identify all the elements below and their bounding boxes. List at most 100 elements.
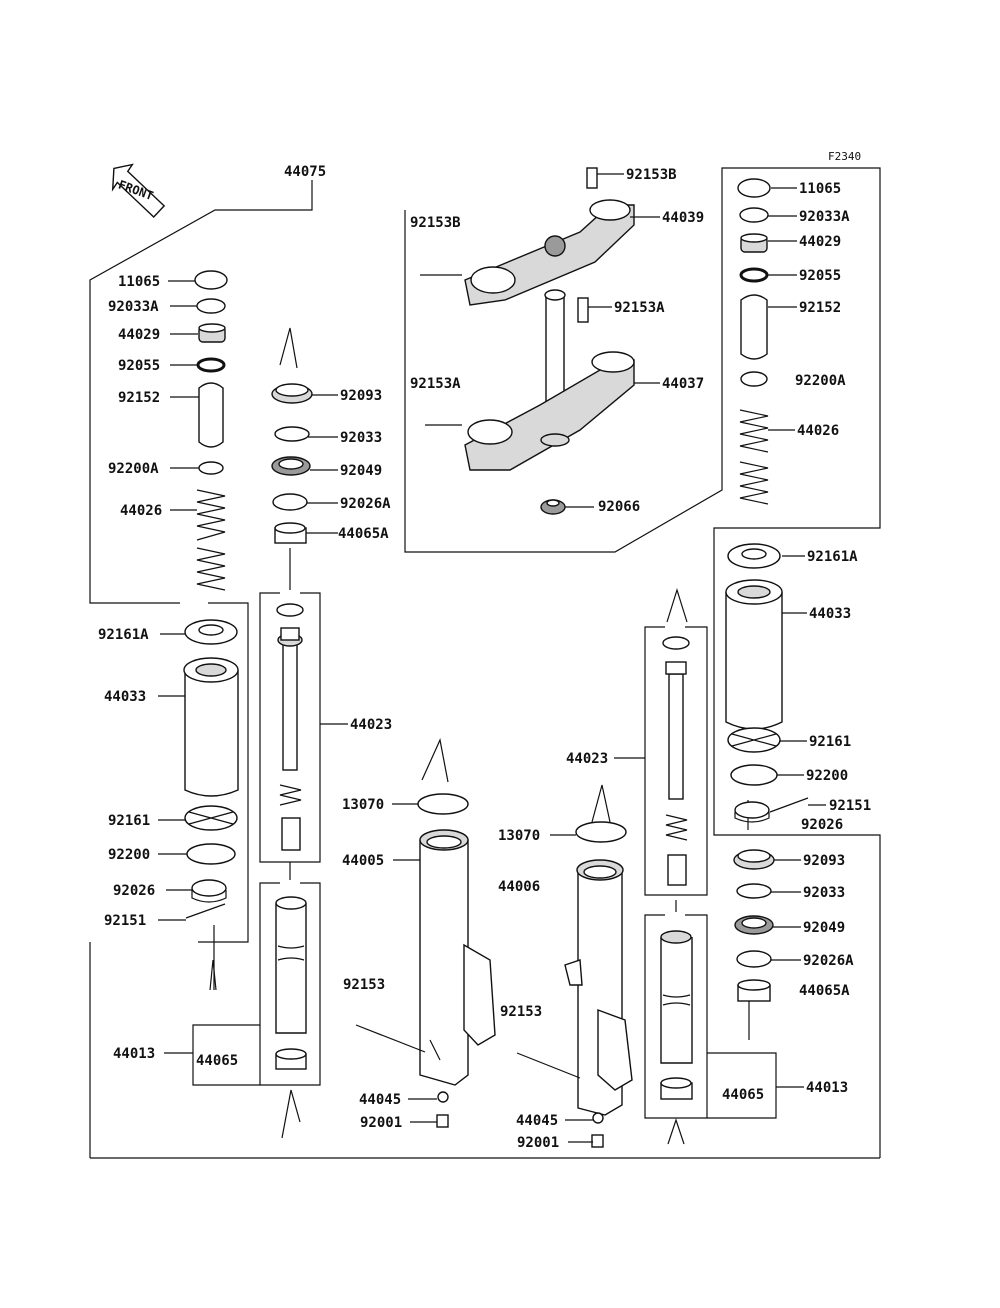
label-92093-right: 92093: [803, 853, 845, 869]
label-44065-left: 44065: [196, 1053, 238, 1069]
label-92033-left: 92033: [340, 430, 382, 446]
washer-92026A-left: [272, 493, 308, 511]
label-92153B-left: 92153B: [410, 215, 461, 231]
label-92033A-left: 92033A: [108, 299, 159, 315]
diagram-code: F2340: [828, 150, 861, 163]
bushing-44065A-right: [737, 979, 771, 1002]
damper-rod-right: [665, 661, 687, 800]
o-ring-92055-right: [739, 267, 769, 283]
washer-92026A-right: [736, 950, 772, 968]
label-13070-right: 13070: [498, 828, 540, 844]
label-92153A-left: 92153A: [410, 376, 461, 392]
label-92161-left: 92161: [108, 813, 150, 829]
label-44023-left: 44023: [350, 717, 392, 733]
outer-tube-44005: [355, 793, 496, 1128]
label-92151-right: 92151: [829, 798, 871, 814]
leader-lines: [158, 173, 826, 1143]
label-44039: 44039: [662, 210, 704, 226]
label-44033-left: 44033: [104, 689, 146, 705]
label-92055-right: 92055: [799, 268, 841, 284]
label-92200A-left: 92200A: [108, 461, 159, 477]
cover-44033-right: [725, 579, 783, 730]
label-11065-right: 11065: [799, 181, 841, 197]
ring-left-a: [276, 603, 304, 617]
seat-92161-left: [184, 805, 238, 831]
bolt-92001-left: [436, 1114, 449, 1128]
right-inner-tube-parts: [660, 636, 693, 1100]
label-44026-left: 44026: [120, 503, 162, 519]
ring-right-a: [662, 636, 690, 650]
label-92152-left: 92152: [118, 390, 160, 406]
inner-tube-right: [660, 930, 693, 1064]
cover-44033-left: [183, 657, 239, 797]
label-92153-right: 92153: [500, 1004, 542, 1020]
washer-92033A-right: [739, 207, 769, 223]
left-fork-upper-parts: [183, 270, 239, 919]
screw-92151-left: [185, 903, 226, 919]
bolt-44029-right: [740, 233, 768, 253]
rebound-spring-right: [665, 814, 688, 841]
label-44006: 44006: [498, 879, 540, 895]
seal-92093-left: [271, 383, 313, 404]
label-44075: 44075: [284, 164, 326, 180]
label-92200-left: 92200: [108, 847, 150, 863]
steering-assembly: [420, 167, 635, 515]
clamp-92026-right: [734, 801, 770, 823]
label-44037: 44037: [662, 376, 704, 392]
label-92161A-left: 92161A: [98, 627, 149, 643]
spring-44026-left: [196, 489, 226, 591]
label-92153B-top: 92153B: [626, 167, 677, 183]
bushing-44065A-left: [274, 522, 307, 544]
label-44065-right: 44065: [722, 1087, 764, 1103]
label-92026A-right: 92026A: [803, 953, 854, 969]
label-44045-right: 44045: [516, 1113, 558, 1129]
outer-tube-44006: [516, 821, 633, 1148]
guide-chevrons: [209, 327, 688, 1145]
seal-92093-right: [733, 849, 775, 870]
bolt-92153-right: [516, 1052, 581, 1079]
rebound-spring-left: [279, 784, 302, 806]
circlip-92033-right: [736, 883, 772, 899]
label-13070-left: 13070: [342, 797, 384, 813]
assembly-boundaries: [89, 167, 881, 1159]
label-92049-left: 92049: [340, 463, 382, 479]
washer-44045-right: [592, 1112, 604, 1124]
seal-92049-right: [734, 915, 774, 935]
washer-92200-right: [730, 764, 778, 786]
ring-13070-left: [417, 793, 469, 815]
spacer-92152-right: [740, 294, 768, 360]
stem-44037: [464, 289, 635, 471]
inner-tube-left: [275, 896, 307, 1034]
label-92153-left: 92153: [343, 977, 385, 993]
label-92093-left: 92093: [340, 388, 382, 404]
label-92033-right: 92033: [803, 885, 845, 901]
label-44029-right: 44029: [799, 234, 841, 250]
washer-92200-left: [186, 843, 236, 865]
cap-11065-left: [194, 270, 228, 290]
washer-92200A-left: [198, 461, 224, 475]
label-44013-left: 44013: [113, 1046, 155, 1062]
bolt-44029-left: [198, 323, 226, 343]
label-44033-right: 44033: [809, 606, 851, 622]
spacer-92152-left: [198, 382, 224, 448]
part-labels: 44075 11065 92033A 44029 92055 92152 922…: [98, 164, 871, 1151]
label-92026-left: 92026: [113, 883, 155, 899]
label-92151-left: 92151: [104, 913, 146, 929]
bolt-92153-left: [355, 1024, 426, 1053]
spring-44026-right: [739, 409, 769, 505]
left-inner-tube-parts: [271, 383, 313, 1070]
label-44065A-left: 44065A: [338, 526, 389, 542]
label-92026-right: 92026: [801, 817, 843, 833]
cap-11065-right: [737, 178, 771, 198]
bushing-44065-left: [275, 1048, 307, 1070]
front-arrow-icon: FRONT: [111, 163, 166, 218]
seal-92049-left: [271, 456, 311, 476]
label-44029-left: 44029: [118, 327, 160, 343]
washer-92200A-right: [740, 371, 768, 387]
screw-92151-right: [769, 797, 809, 813]
label-92161A-right: 92161A: [807, 549, 858, 565]
right-fork-upper-parts: [725, 178, 809, 1002]
label-11065-left: 11065: [118, 274, 160, 290]
washer-44045-left: [437, 1091, 449, 1103]
